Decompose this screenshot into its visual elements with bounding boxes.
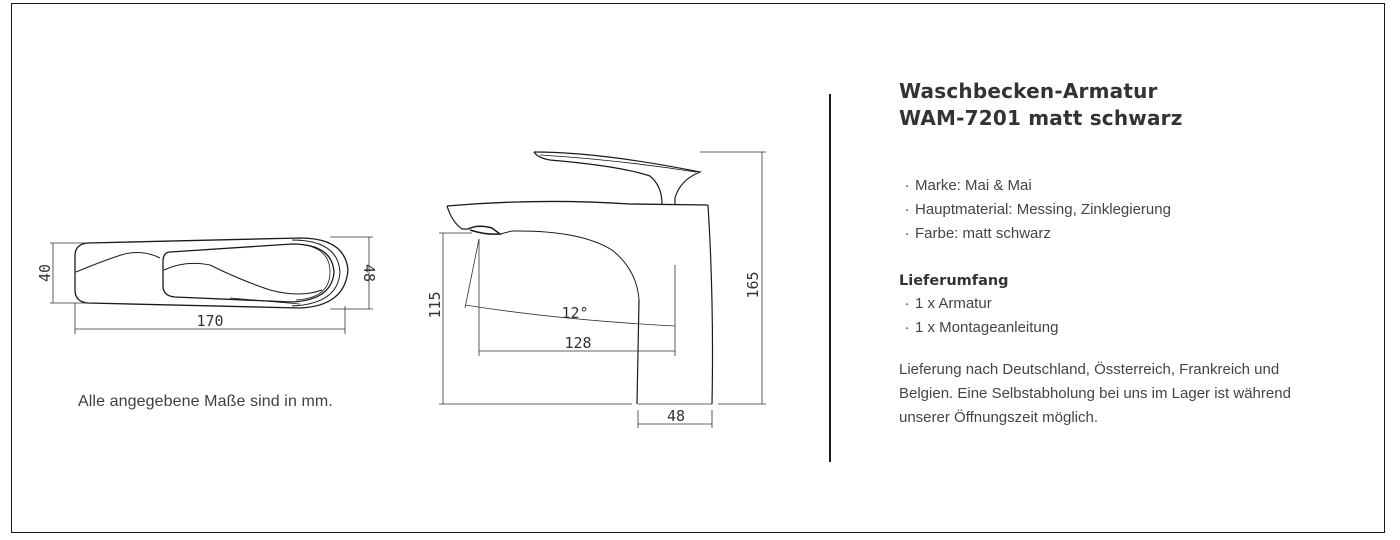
bullet-icon: ·: [904, 225, 910, 242]
scope-item: ·1 x Armatur: [899, 292, 1339, 316]
bullet-icon: ·: [904, 177, 910, 194]
top-view-height-left-label: 40: [36, 264, 54, 282]
bullet-icon: ·: [904, 295, 910, 312]
top-view-width-label: 170: [196, 312, 223, 330]
product-info: Waschbecken-Armatur WAM-7201 matt schwar…: [899, 78, 1339, 445]
product-title: Waschbecken-Armatur WAM-7201 matt schwar…: [899, 78, 1339, 132]
spec-item: ·Marke: Mai & Mai: [899, 174, 1339, 198]
base-width-label: 48: [667, 407, 685, 425]
product-title-line2: WAM-7201 matt schwarz: [899, 106, 1183, 130]
product-title-line1: Waschbecken-Armatur: [899, 79, 1158, 103]
spec-item: ·Farbe: matt schwarz: [899, 222, 1339, 246]
angle-label: 12°: [561, 304, 588, 322]
spout-height-label: 115: [426, 291, 444, 318]
side-view-drawing: [446, 151, 714, 405]
spec-item: ·Hauptmaterial: Messing, Zinklegierung: [899, 198, 1339, 222]
scope-list: ·1 x Armatur ·1 x Montageanleitung: [899, 292, 1339, 340]
measurement-note: Alle angegebene Maße sind in mm.: [78, 393, 333, 410]
side-view-dimensions: [439, 151, 766, 428]
total-height-label: 165: [744, 271, 762, 298]
bullet-icon: ·: [904, 319, 910, 336]
vertical-divider: [829, 94, 831, 462]
bullet-icon: ·: [904, 201, 910, 218]
top-view-dimensions: [50, 236, 373, 334]
delivery-info: Lieferung nach Deutschland, Össterreich,…: [899, 361, 1291, 426]
top-view-height-right-label: 48: [360, 264, 378, 282]
spec-list: ·Marke: Mai & Mai ·Hauptmaterial: Messin…: [899, 174, 1339, 246]
top-view-drawing: [74, 237, 349, 309]
content-frame: [11, 3, 1385, 533]
scope-heading: Lieferumfang: [899, 273, 1009, 289]
scope-item: ·1 x Montageanleitung: [899, 316, 1339, 340]
reach-label: 128: [564, 334, 591, 352]
